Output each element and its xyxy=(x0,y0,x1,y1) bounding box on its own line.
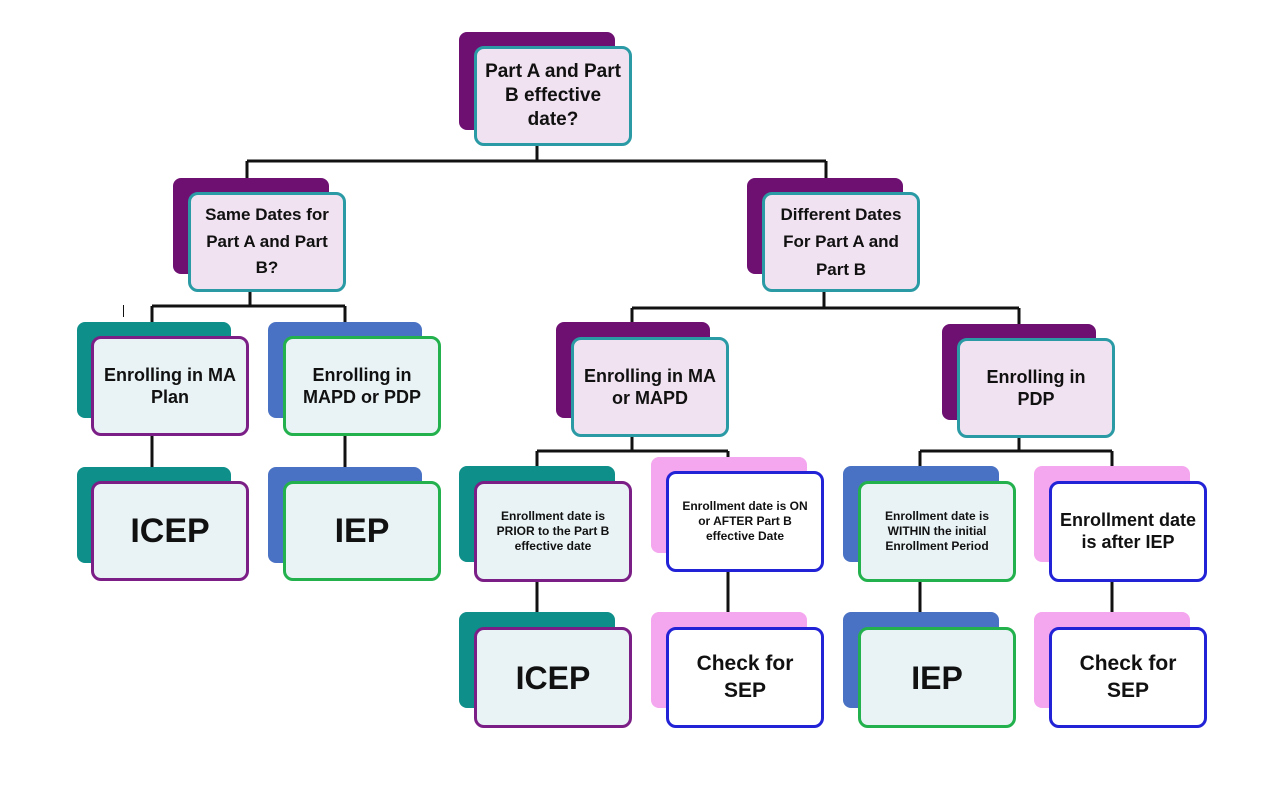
node-root-label: Part A and Part B effective date? xyxy=(474,46,632,146)
node-after-iep-label: Enrollment date is after IEP xyxy=(1049,481,1207,582)
node-icep-left-label: ICEP xyxy=(91,481,249,581)
node-within-iep-label: Enrollment date is WITHIN the initial En… xyxy=(858,481,1016,582)
stray-tick-mark xyxy=(123,305,124,317)
node-same-dates-label: Same Dates for Part A and Part B? xyxy=(188,192,346,292)
node-enrolling-pdp-label: Enrolling in PDP xyxy=(957,338,1115,438)
node-check-sep-2-label: Check for SEP xyxy=(1049,627,1207,728)
node-different-dates-label: Different Dates For Part A and Part B xyxy=(762,192,920,292)
node-prior-part-b-label: Enrollment date is PRIOR to the Part B e… xyxy=(474,481,632,582)
node-on-after-part-b-label: Enrollment date is ON or AFTER Part B ef… xyxy=(666,471,824,572)
node-iep-right-label: IEP xyxy=(858,627,1016,728)
node-iep-left-label: IEP xyxy=(283,481,441,581)
node-check-sep-1-label: Check for SEP xyxy=(666,627,824,728)
node-enrolling-mapd-pdp-label: Enrolling in MAPD or PDP xyxy=(283,336,441,436)
node-enrolling-ma-mapd-label: Enrolling in MA or MAPD xyxy=(571,337,729,437)
node-icep-right-label: ICEP xyxy=(474,627,632,728)
node-enrolling-ma-plan-label: Enrolling in MA Plan xyxy=(91,336,249,436)
